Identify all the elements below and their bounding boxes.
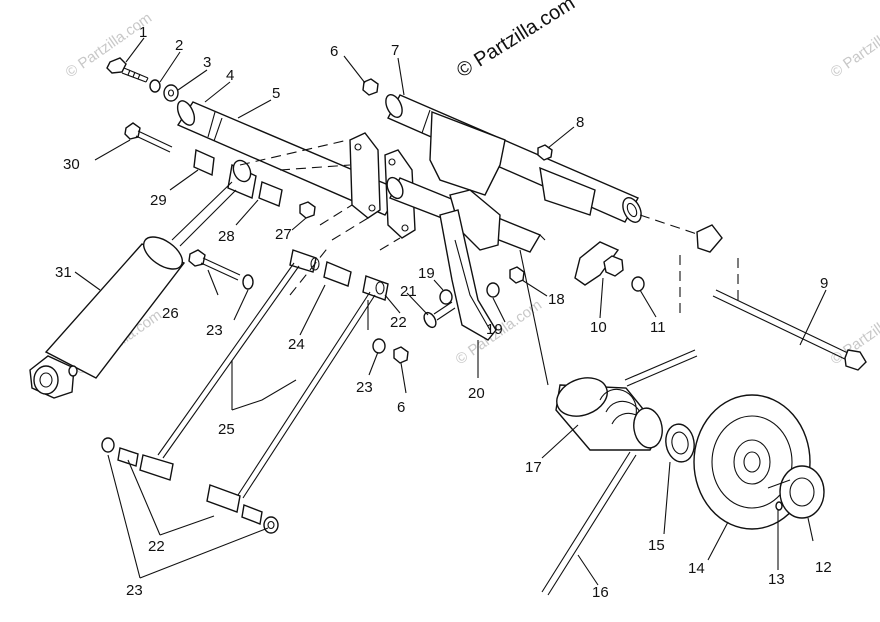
callout-20: 20	[468, 385, 485, 402]
part-spring-17	[541, 349, 698, 596]
callout-11: 11	[650, 319, 666, 336]
callout-7: 7	[391, 42, 399, 59]
part-shock-absorber-31	[29, 181, 237, 399]
callout-6b: 6	[397, 399, 405, 416]
callout-1: 1	[139, 24, 147, 41]
callout-18: 18	[548, 291, 565, 308]
part-bolt-21	[423, 301, 456, 329]
callout-6: 6	[330, 43, 338, 60]
callout-30: 30	[63, 156, 80, 173]
callout-23c: 23	[126, 582, 143, 599]
callout-8: 8	[576, 114, 584, 131]
callout-23b: 23	[356, 379, 373, 396]
watermark-faint-2: © Partzilla.com	[828, 9, 880, 81]
callout-15: 15	[648, 537, 665, 554]
watermark-main: © Partzilla.com	[453, 0, 579, 82]
part-bracket-left	[349, 132, 381, 219]
part-nut-6	[362, 78, 379, 96]
part-long-bolt-9	[712, 289, 867, 371]
callout-27: 27	[275, 226, 292, 243]
callout-4: 4	[226, 67, 234, 84]
part-clamp-10	[574, 241, 620, 286]
callout-28: 28	[218, 228, 235, 245]
part-cross-shaft	[386, 176, 542, 253]
callout-2: 2	[175, 37, 183, 54]
part-nut-6b	[393, 346, 409, 364]
part-link-end-hardware	[101, 437, 279, 534]
callout-21: 21	[400, 283, 417, 300]
part-bolt-30	[124, 122, 173, 153]
callout-10: 10	[590, 319, 607, 336]
callout-12: 12	[815, 559, 832, 576]
part-nut-18	[509, 266, 525, 284]
part-frame	[424, 110, 596, 241]
callout-22b: 22	[148, 538, 165, 555]
part-clip-13	[775, 501, 783, 511]
part-nut-8	[537, 144, 553, 161]
callout-9: 9	[820, 275, 828, 292]
callout-26: 26	[162, 305, 179, 322]
part-washer-23b	[242, 274, 254, 290]
callout-14: 14	[688, 560, 705, 577]
part-nut-27	[299, 201, 316, 219]
part-washer-11	[631, 276, 645, 292]
callout-19: 19	[418, 265, 435, 282]
callout-25: 25	[218, 421, 235, 438]
part-hub-12	[767, 465, 825, 519]
callout-labels: 1 2 3 4 5 6 7 8 9 10 11 12 13 14 15 16 1…	[55, 24, 832, 601]
callout-31: 31	[55, 264, 72, 281]
part-bolt-26	[188, 249, 241, 281]
part-spring-bracket-20	[439, 209, 497, 341]
part-shaft-5	[176, 100, 402, 216]
callout-16: 16	[592, 584, 609, 601]
callout-29: 29	[150, 192, 167, 209]
callout-23: 23	[206, 322, 223, 339]
callout-24: 24	[288, 336, 305, 353]
part-washer-19	[439, 289, 453, 305]
callout-3: 3	[203, 54, 211, 71]
part-washer-3	[163, 84, 179, 102]
callout-17: 17	[525, 459, 542, 476]
part-washer-2	[149, 79, 161, 93]
part-link-25	[157, 262, 376, 499]
part-bracket-9	[696, 224, 723, 253]
part-washer-19b	[486, 282, 500, 298]
part-washer-23	[372, 338, 386, 354]
part-washer-15	[665, 423, 695, 463]
callout-19b: 19	[486, 321, 503, 338]
callout-5: 5	[272, 85, 280, 102]
callout-22: 22	[390, 314, 407, 331]
leader-lines	[74, 37, 827, 586]
callout-13: 13	[768, 571, 785, 588]
part-nut-10	[603, 255, 624, 277]
drawing	[29, 57, 867, 596]
part-bolt-1	[106, 57, 149, 83]
